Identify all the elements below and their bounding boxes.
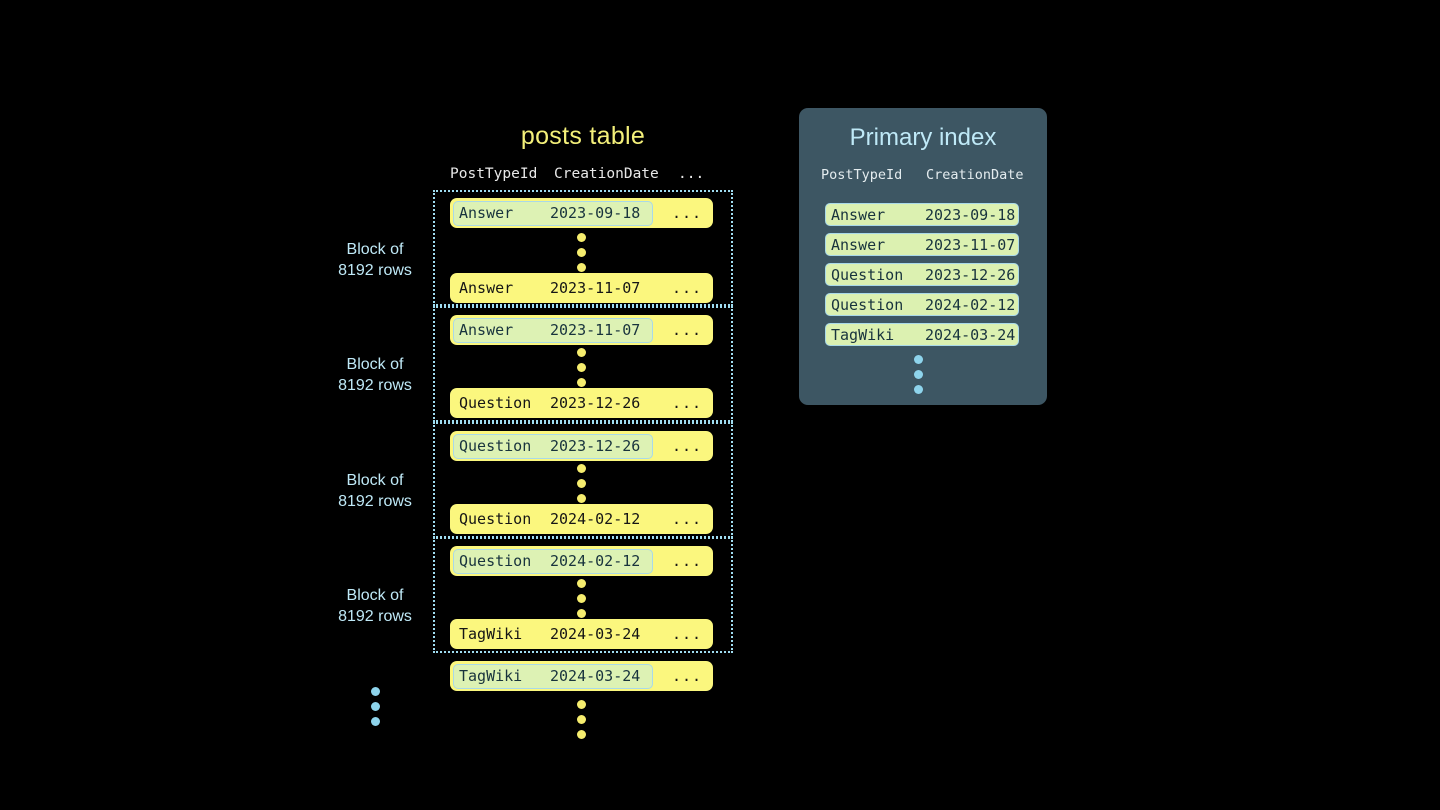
index-cell-posttypeid: TagWiki [831,326,895,344]
row-ellipsis-dots [577,579,586,624]
table-row: Answer 2023-11-07 ... [450,273,713,303]
cell-posttypeid: TagWiki [459,625,523,643]
index-cell-creationdate: 2023-12-26 [925,266,1016,284]
primary-index-title: Primary index [849,124,997,151]
blocks-continuation-dots [371,687,380,732]
column-header-more: ... [678,166,705,182]
cell-creationdate: 2023-12-26 [550,394,641,412]
table-row: Question 2023-12-26 ... [450,388,713,418]
cell-posttypeid: Answer [459,204,514,222]
index-entry-row: Answer 2023-11-07 [825,233,1019,256]
block-3-label: Block of 8192 rows [300,470,450,512]
index-cell-posttypeid: Answer [831,236,886,254]
block-4-label-line2: 8192 rows [338,608,412,625]
block-4 [433,537,733,653]
primary-index-column-headers: PostTypeId CreationDate [821,167,1026,187]
cell-creationdate: 2023-11-07 [550,321,641,339]
cell-posttypeid: Question [459,437,532,455]
block-1-label-line1: Block of [346,241,404,258]
index-continuation-dots [914,355,923,400]
table-row: Answer 2023-09-18 ... [450,198,713,228]
index-cell-creationdate: 2023-09-18 [925,206,1016,224]
primary-index-panel: Primary index PostTypeId CreationDate An… [799,108,1047,405]
block-2-label-line2: 8192 rows [338,377,412,394]
index-cell-posttypeid: Question [831,296,904,314]
index-cell-creationdate: 2024-02-12 [925,296,1016,314]
index-highlight-box [453,548,653,574]
index-column-header-creationdate: CreationDate [926,167,1024,183]
cell-more: ... [672,510,703,528]
block-1-label-line2: 8192 rows [338,262,412,279]
cell-more: ... [672,552,703,570]
index-entry-row: Question 2024-02-12 [825,293,1019,316]
block-1-label: Block of 8192 rows [300,239,450,281]
posts-table-column-headers: PostTypeId CreationDate ... [450,166,713,186]
column-header-posttypeid: PostTypeId [450,166,538,182]
cell-posttypeid: TagWiki [459,667,523,685]
block-3-label-line2: 8192 rows [338,493,412,510]
cell-more: ... [672,625,703,643]
table-row: Question 2024-02-12 ... [450,546,713,576]
cell-creationdate: 2024-03-24 [550,625,641,643]
cell-more: ... [672,279,703,297]
cell-posttypeid: Question [459,510,532,528]
index-cell-posttypeid: Answer [831,206,886,224]
cell-creationdate: 2024-03-24 [550,667,641,685]
index-entry-row: Answer 2023-09-18 [825,203,1019,226]
block-1 [433,190,733,306]
cell-creationdate: 2023-11-07 [550,279,641,297]
cell-more: ... [672,204,703,222]
index-cell-creationdate: 2023-11-07 [925,236,1016,254]
index-entry-row: Question 2023-12-26 [825,263,1019,286]
block-4-label: Block of 8192 rows [300,585,450,627]
block-4-label-line1: Block of [346,587,404,604]
table-row: TagWiki 2024-03-24 ... [450,619,713,649]
index-highlight-box [453,317,653,343]
cell-posttypeid: Answer [459,321,514,339]
posts-table-title: posts table [520,122,646,150]
cell-more: ... [672,667,703,685]
cell-posttypeid: Answer [459,279,514,297]
table-row: Answer 2023-11-07 ... [450,315,713,345]
index-cell-creationdate: 2024-03-24 [925,326,1016,344]
table-row: Question 2024-02-12 ... [450,504,713,534]
table-row: Question 2023-12-26 ... [450,431,713,461]
index-cell-posttypeid: Question [831,266,904,284]
row-ellipsis-dots [577,233,586,278]
index-entry-row: TagWiki 2024-03-24 [825,323,1019,346]
index-highlight-box [453,663,653,689]
cell-creationdate: 2024-02-12 [550,552,641,570]
row-ellipsis-dots [577,464,586,509]
block-3-label-line1: Block of [346,472,404,489]
index-column-header-posttypeid: PostTypeId [821,167,903,183]
cell-posttypeid: Question [459,552,532,570]
index-highlight-box [453,433,653,459]
block-2-label: Block of 8192 rows [300,354,450,396]
cell-creationdate: 2023-12-26 [550,437,641,455]
cell-creationdate: 2024-02-12 [550,510,641,528]
table-continuation-dots [577,700,586,745]
block-2 [433,306,733,422]
cell-posttypeid: Question [459,394,532,412]
column-header-creationdate: CreationDate [554,166,659,182]
cell-more: ... [672,321,703,339]
cell-more: ... [672,394,703,412]
table-row: TagWiki 2024-03-24 ... [450,661,713,691]
cell-creationdate: 2023-09-18 [550,204,641,222]
cell-more: ... [672,437,703,455]
row-ellipsis-dots [577,348,586,393]
index-highlight-box [453,200,653,226]
block-2-label-line1: Block of [346,356,404,373]
